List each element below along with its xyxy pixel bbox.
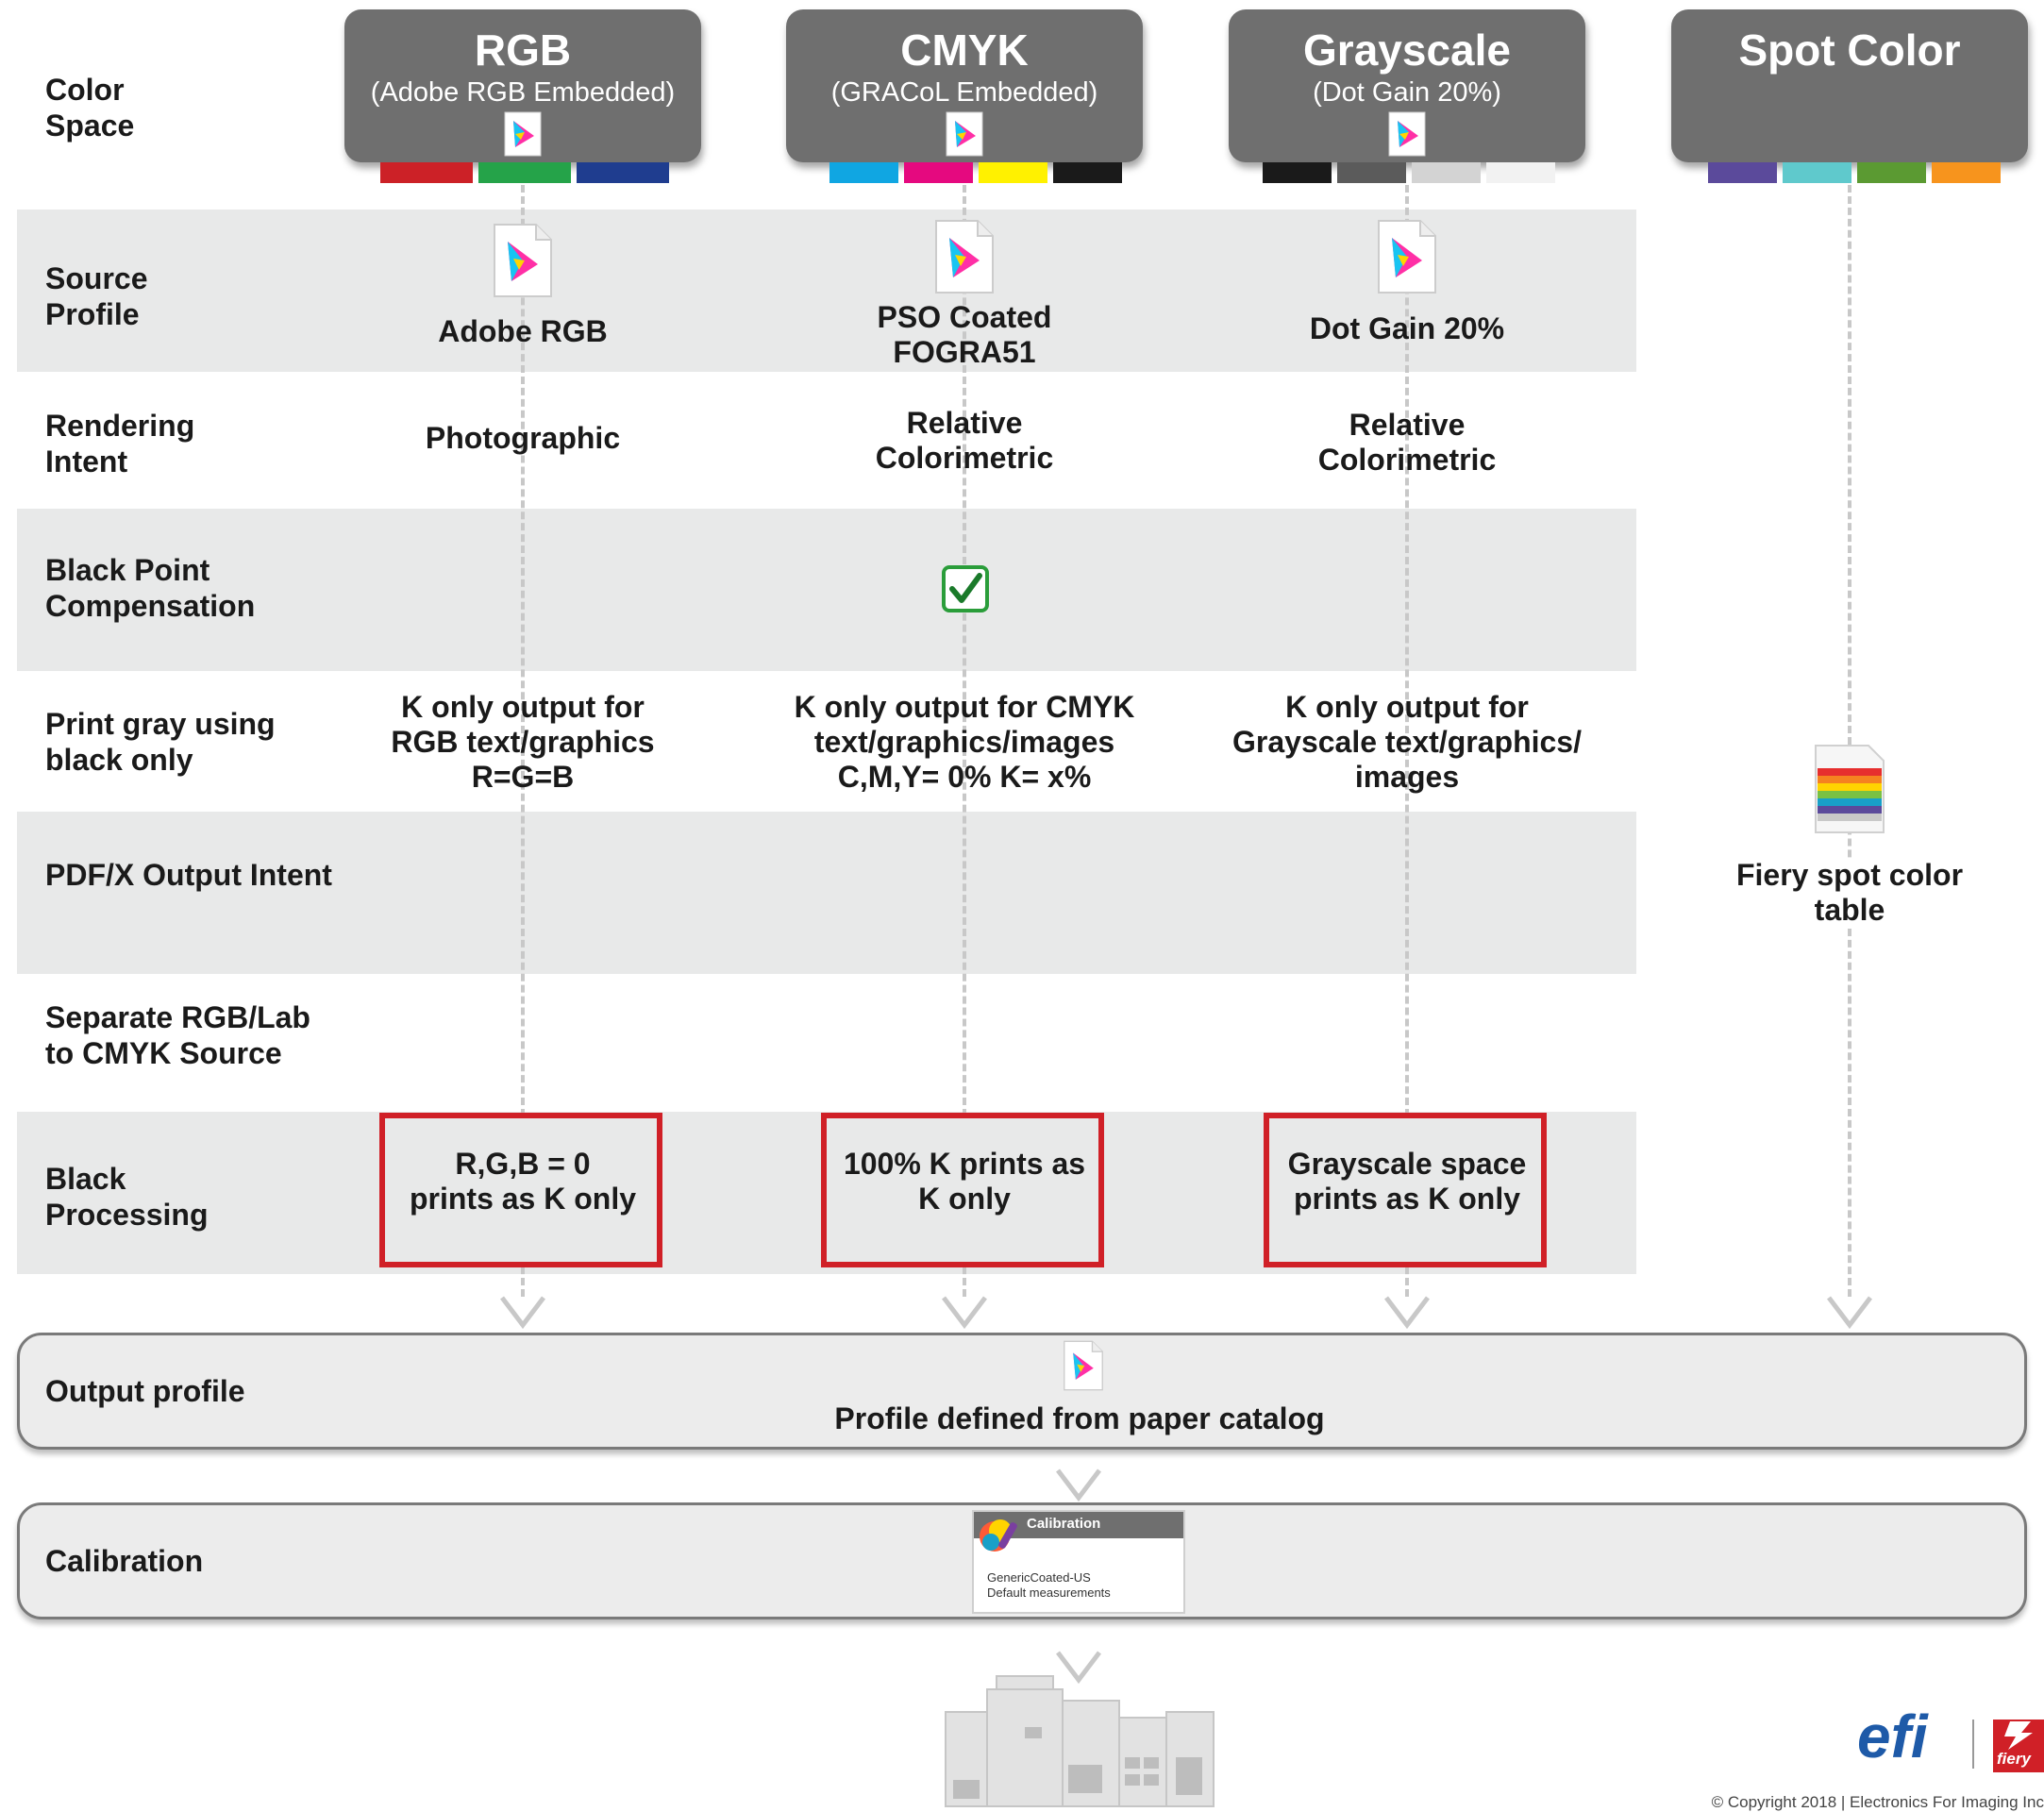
chevron-down-icon	[1056, 1468, 1101, 1502]
swatch	[577, 162, 669, 183]
row-label-black-point: Black Point Compensation	[45, 553, 256, 623]
output-profile-panel	[17, 1333, 2027, 1450]
row-label-black-processing: Black Processing	[45, 1162, 209, 1232]
output-profile-label: Output profile	[45, 1374, 245, 1408]
output-profile-value: Profile defined from paper catalog	[834, 1401, 1325, 1435]
band-pdfx	[17, 812, 1636, 974]
profile-icon	[1388, 111, 1426, 157]
row-label-rendering-intent: Rendering Intent	[45, 409, 195, 478]
source-profile-cmyk: PSO Coated FOGRA51	[877, 300, 1052, 369]
swatch	[1412, 162, 1481, 183]
source-profile-grayscale: Dot Gain 20%	[1309, 311, 1505, 345]
copyright-text: © Copyright 2018 | Electronics For Imagi…	[1711, 1793, 2044, 1811]
print-gray-cmyk: K only output for CMYK text/graphics/ima…	[794, 690, 1135, 794]
calibration-card-title: Calibration	[1027, 1516, 1101, 1532]
column-header-cmyk: CMYK (GRACoL Embedded)	[786, 9, 1143, 162]
column-title: Spot Color	[1738, 25, 1961, 75]
swatch	[1337, 162, 1406, 183]
connector-grayscale	[1405, 185, 1409, 1297]
rendering-intent-grayscale: Relative Colorimetric	[1317, 408, 1497, 477]
swatch	[1783, 162, 1851, 183]
swatch	[1263, 162, 1332, 183]
column-header-spot: Spot Color	[1671, 9, 2028, 162]
chevron-down-icon	[1056, 1651, 1101, 1684]
swatch	[829, 162, 898, 183]
connector-rgb	[521, 185, 525, 1297]
printer-icon	[945, 1675, 1215, 1807]
profile-icon	[946, 111, 983, 157]
swatch	[904, 162, 973, 183]
chevron-down-icon	[1827, 1296, 1872, 1329]
calibration-icon	[980, 1519, 1017, 1552]
profile-icon	[504, 111, 542, 157]
chevron-down-icon	[500, 1296, 545, 1329]
swatch	[1932, 162, 2001, 183]
fiery-logo-text: fiery	[1997, 1750, 2031, 1768]
chevron-down-icon	[1384, 1296, 1430, 1329]
swatch	[1053, 162, 1122, 183]
black-processing-box-grayscale	[1264, 1113, 1547, 1267]
band-source-profile	[17, 210, 1636, 372]
swatch	[1486, 162, 1555, 183]
row-label-print-gray: Print gray using black only	[45, 707, 276, 777]
swatch	[1857, 162, 1926, 183]
profile-document-icon	[1378, 220, 1436, 294]
profile-document-icon	[494, 224, 552, 297]
swatches-rgb	[380, 162, 669, 183]
row-label-color-space: Color Space	[45, 73, 135, 143]
chevron-down-icon	[942, 1296, 987, 1329]
row-label-separate: Separate RGB/Lab to CMYK Source	[45, 1000, 310, 1070]
column-header-grayscale: Grayscale (Dot Gain 20%)	[1229, 9, 1585, 162]
print-gray-grayscale: K only output for Grayscale text/graphic…	[1232, 690, 1582, 794]
spot-color-table-label: Fiery spot color table	[1642, 858, 2044, 928]
black-processing-rgb: R,G,B = 0 prints as K only	[409, 1147, 637, 1216]
black-processing-grayscale: Grayscale space prints as K only	[1287, 1147, 1527, 1216]
calibration-card: Calibration GenericCoated-US Default mea…	[972, 1510, 1185, 1614]
row-label-source-profile: Source Profile	[45, 261, 148, 331]
column-title: Grayscale	[1303, 25, 1511, 75]
black-processing-box-cmyk	[821, 1113, 1104, 1267]
calibration-label: Calibration	[45, 1544, 204, 1578]
logo-divider	[1972, 1720, 1974, 1769]
band-black-point	[17, 509, 1636, 671]
swatch	[380, 162, 473, 183]
row-label-pdfx: PDF/X Output Intent	[45, 858, 332, 892]
swatch	[478, 162, 571, 183]
column-header-rgb: RGB (Adobe RGB Embedded)	[344, 9, 701, 162]
swatches-spot	[1708, 162, 2001, 183]
swatches-grayscale	[1263, 162, 1555, 183]
column-subtitle: (Dot Gain 20%)	[1313, 77, 1501, 108]
connector-cmyk	[963, 185, 966, 1297]
fiery-flame-icon	[2004, 1721, 2033, 1750]
black-processing-cmyk: 100% K prints as K only	[843, 1147, 1086, 1216]
swatch	[979, 162, 1047, 183]
efi-logo: efi	[1857, 1703, 1928, 1770]
spot-color-table-icon	[1815, 745, 1885, 833]
calibration-card-line2: Default measurements	[987, 1586, 1111, 1600]
column-title: CMYK	[900, 25, 1029, 75]
column-subtitle: (Adobe RGB Embedded)	[370, 77, 676, 108]
swatches-cmyk	[829, 162, 1122, 183]
column-subtitle: (GRACoL Embedded)	[830, 77, 1098, 108]
source-profile-rgb: Adobe RGB	[438, 314, 608, 348]
print-gray-rgb: K only output for RGB text/graphics R=G=…	[391, 690, 655, 794]
checkbox-checked-icon	[942, 565, 989, 612]
column-title: RGB	[474, 25, 572, 75]
rendering-intent-rgb: Photographic	[425, 421, 621, 455]
swatch	[1708, 162, 1777, 183]
profile-document-icon	[1064, 1340, 1103, 1391]
connector-spot	[1848, 185, 1851, 1297]
black-processing-box-rgb	[379, 1113, 662, 1267]
fiery-logo: fiery	[1993, 1720, 2044, 1772]
rendering-intent-cmyk: Relative Colorimetric	[875, 406, 1054, 475]
calibration-card-line1: GenericCoated-US	[987, 1570, 1091, 1585]
profile-document-icon	[935, 220, 994, 294]
